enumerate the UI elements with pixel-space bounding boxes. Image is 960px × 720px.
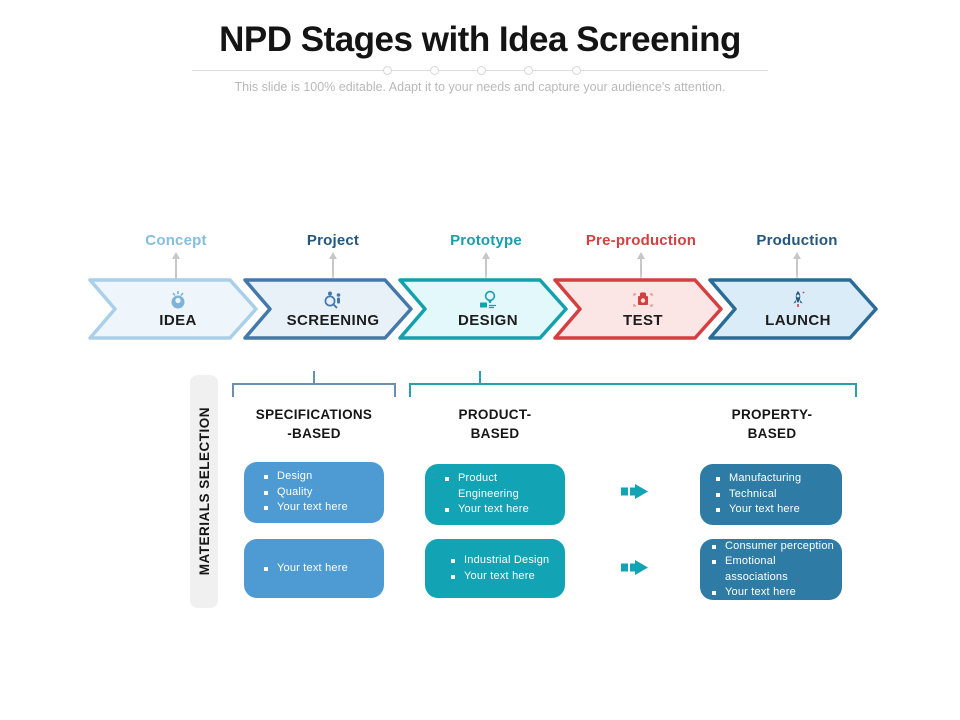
- list-item: Design: [264, 469, 376, 485]
- product-box-1: Product Engineering Your text here: [425, 464, 565, 525]
- list-item: Quality: [264, 485, 376, 501]
- head-lightbulb-icon: [171, 290, 185, 308]
- phase-label-concept: Concept: [145, 232, 207, 249]
- list-item: Consumer perception: [712, 539, 834, 555]
- divider-dot: [477, 66, 486, 75]
- page-title: NPD Stages with Idea Screening: [219, 20, 741, 59]
- materials-selection-strip: MATERIALS SELECTION: [190, 375, 218, 608]
- list-item: Industrial Design: [451, 553, 557, 569]
- fast-forward-arrow-icon: [621, 560, 648, 575]
- up-arrow-connector: [481, 252, 490, 279]
- chevron-screening: [243, 278, 413, 340]
- up-arrow-connector: [636, 252, 645, 279]
- chevron-design: [398, 278, 568, 340]
- phase-label-prototype: Prototype: [450, 232, 522, 249]
- list-item: Product Engineering: [445, 471, 557, 502]
- magnifier-people-icon: [324, 291, 341, 309]
- stage-design: DESIGN: [430, 283, 546, 335]
- list-item: Your text here: [264, 500, 376, 516]
- column-header-specifications: SPECIFICATIONS -BASED: [255, 407, 373, 441]
- list-item: Your text here: [712, 585, 834, 601]
- stage-screening: SCREENING: [275, 283, 391, 335]
- divider-dot: [383, 66, 392, 75]
- up-arrow-connector: [792, 252, 801, 279]
- divider-dot: [524, 66, 533, 75]
- chevron-test: [553, 278, 723, 340]
- product-box-2: Industrial Design Your text here: [425, 539, 565, 598]
- phase-label-project: Project: [306, 232, 360, 249]
- list-item: Your text here: [264, 561, 376, 577]
- chevron-launch: [708, 278, 878, 340]
- up-arrow-connector: [328, 252, 337, 279]
- stage-launch: LAUNCH: [740, 283, 856, 335]
- chevron-idea: [88, 278, 258, 340]
- stage-idea: IDEA: [120, 283, 236, 335]
- list-item: Your text here: [445, 502, 557, 518]
- phase-label-pre-production: Pre-production: [585, 232, 697, 249]
- property-box-2: Consumer perception Emotional associatio…: [700, 539, 842, 600]
- bracket-specifications: [232, 371, 396, 397]
- spec-box-2: Your text here: [244, 539, 384, 598]
- phase-label-production: Production: [756, 232, 838, 249]
- fast-forward-arrow-icon: [621, 484, 648, 499]
- rocket-icon: [793, 290, 805, 307]
- bulb-gear-icon: [480, 290, 496, 308]
- subtitle: This slide is 100% editable. Adapt it to…: [234, 80, 726, 94]
- bracket-product-property: [409, 371, 857, 397]
- test-box-icon: [633, 291, 653, 307]
- list-item: Your text here: [716, 502, 834, 518]
- column-header-product: PRODUCT- BASED: [458, 407, 532, 441]
- up-arrow-connector: [171, 252, 180, 279]
- property-box-1: Manufacturing Technical Your text here: [700, 464, 842, 525]
- list-item: Your text here: [451, 569, 557, 585]
- list-item: Emotional associations: [712, 554, 834, 585]
- spec-box-1: Design Quality Your text here: [244, 462, 384, 523]
- list-item: Technical: [716, 487, 834, 503]
- materials-selection-label: MATERIALS SELECTION: [196, 407, 212, 576]
- divider-dot: [430, 66, 439, 75]
- stage-test: TEST: [585, 283, 701, 335]
- column-header-property: PROPERTY- BASED: [731, 407, 813, 441]
- divider-dot: [572, 66, 581, 75]
- list-item: Manufacturing: [716, 471, 834, 487]
